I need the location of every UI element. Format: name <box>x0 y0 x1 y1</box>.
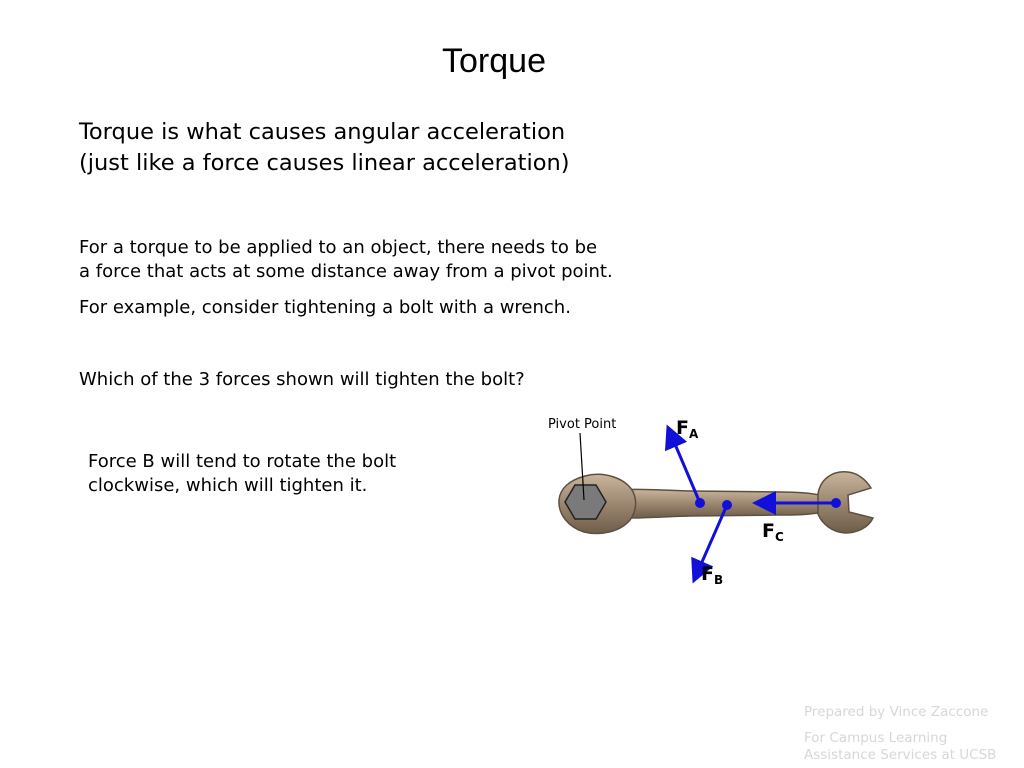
force-b-label: FB <box>701 563 723 587</box>
force-c-point <box>831 498 841 508</box>
explanation-line-1: For a torque to be applied to an object,… <box>79 237 598 258</box>
intro-line-1: Torque is what causes angular accelerati… <box>79 119 566 145</box>
intro-line-2: (just like a force causes linear acceler… <box>79 150 570 176</box>
footer-org-line-2: Assistance Services at UCSB <box>804 747 997 763</box>
footer-credit: Prepared by Vince Zaccone <box>804 704 989 720</box>
wrench-open-head <box>817 471 875 534</box>
force-a-letter: F <box>676 417 689 439</box>
force-c-subscript: C <box>775 530 784 544</box>
answer-line-2: clockwise, which will tighten it. <box>88 475 368 496</box>
explanation-line-2: a force that acts at some distance away … <box>79 261 613 282</box>
force-b-letter: F <box>701 563 714 585</box>
footer-org-line-1: For Campus Learning <box>804 730 948 746</box>
force-c-letter: F <box>762 520 775 542</box>
force-a-arrow <box>664 424 702 504</box>
slide-title: Torque <box>442 42 546 80</box>
force-a-label: FA <box>676 417 699 441</box>
answer-line-1: Force B will tend to rotate the bolt <box>88 451 397 472</box>
force-b-subscript: B <box>714 573 723 587</box>
pivot-pointer-line <box>579 432 585 501</box>
force-c-label: FC <box>762 520 784 544</box>
force-a-subscript: A <box>689 427 699 441</box>
bolt-hexagon <box>564 484 607 520</box>
force-b-arrow <box>691 504 729 584</box>
question-text: Which of the 3 forces shown will tighten… <box>79 369 525 390</box>
example-text: For example, consider tightening a bolt … <box>79 297 571 318</box>
force-b-point <box>722 500 732 510</box>
wrench-diagram: Pivot Point FA FB FC <box>540 400 900 604</box>
pivot-point-label: Pivot Point <box>548 417 616 432</box>
force-a-point <box>695 498 705 508</box>
wrench-diagram-svg: Pivot Point FA FB FC <box>548 417 875 587</box>
